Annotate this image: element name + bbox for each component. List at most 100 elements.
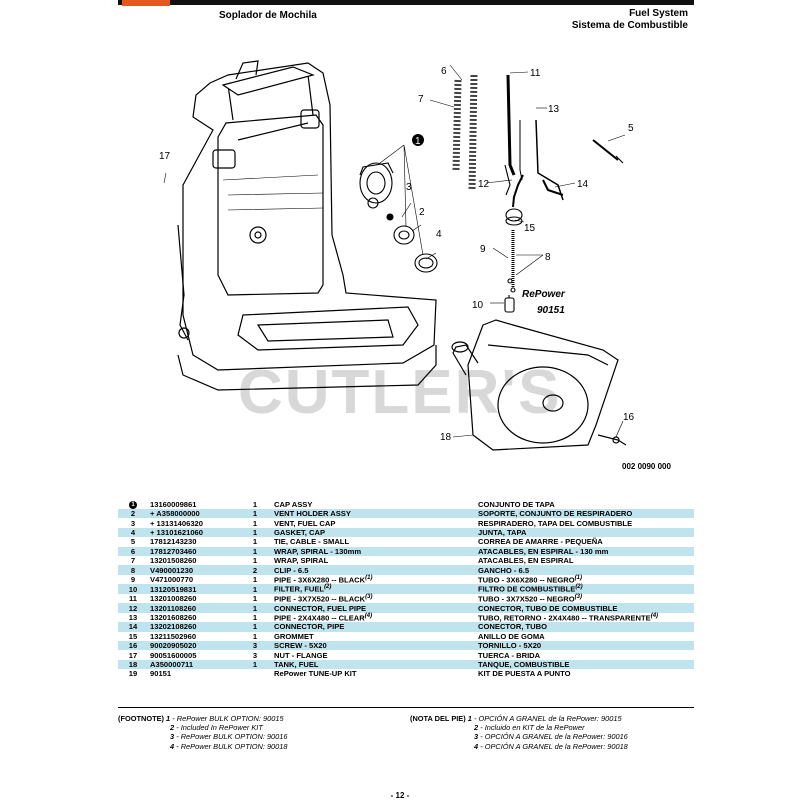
qty-cell-text: 1 xyxy=(252,612,258,622)
part-number-cell-text: 90051600005 xyxy=(150,650,197,660)
callout-3: 3 xyxy=(406,182,412,193)
header-bar xyxy=(118,0,694,5)
description-es-cell: TUBO - 3X6X280 -- NEGRO(1) xyxy=(476,575,694,585)
drawing-number: 002 0090 000 xyxy=(622,462,671,471)
ref-cell: 12 xyxy=(118,603,148,613)
description-es-cell: GANCHO - 6.5 xyxy=(476,565,694,575)
ref-cell: 3 xyxy=(118,518,148,528)
header-right-title-en: Fuel System xyxy=(629,8,688,19)
ref-cell-text: 13 xyxy=(128,612,138,622)
footnote-en-3: - RePower BULK OPTION: 90016 xyxy=(176,732,288,742)
part-number-cell: 13160009861 xyxy=(148,499,238,509)
description-es-cell: ANILLO DE GOMA xyxy=(476,632,694,641)
cap-assembly-drawing xyxy=(359,162,438,273)
description-en-cell-text: TIE, CABLE - SMALL xyxy=(274,537,350,547)
callout-1: 1 xyxy=(415,136,421,147)
description-en-cell: RePower TUNE-UP KIT xyxy=(272,669,476,678)
callout-7: 7 xyxy=(418,94,424,105)
ref-cell-text: 11 xyxy=(128,594,138,604)
qty-cell-text: 3 xyxy=(252,650,258,660)
part-number-cell-text: 13201108260 xyxy=(150,603,197,613)
callout-8: 8 xyxy=(545,252,551,263)
description-es-cell: KIT DE PUESTA A PUNTO xyxy=(476,669,694,678)
description-en-cell-text: GASKET, CAP xyxy=(274,527,326,537)
footnote-en-1-num: 1 xyxy=(166,714,171,723)
qty-cell-text: 1 xyxy=(252,537,258,547)
qty-cell: 1 xyxy=(238,509,272,519)
footnote-en-4: - RePower BULK OPTION: 90018 xyxy=(176,741,288,751)
description-en-cell: TANK, FUEL xyxy=(272,659,476,670)
part-number-cell: 17812143230 xyxy=(148,537,238,546)
part-number-cell-text: + A358000000 xyxy=(150,509,200,519)
description-en-cell-text: TANK, FUEL xyxy=(274,660,319,669)
footnote-ref-es: (2) xyxy=(575,584,583,591)
ref-cell: 14 xyxy=(118,622,148,632)
fuel-tank-drawing xyxy=(451,319,627,451)
callout-5: 5 xyxy=(628,123,634,134)
callout-6: 6 xyxy=(441,66,447,77)
description-es-cell: SOPORTE, CONJUNTO DE RESPIRADERO xyxy=(476,509,694,519)
qty-cell: 1 xyxy=(238,584,272,594)
description-es-cell-text: SOPORTE, CONJUNTO DE RESPIRADERO xyxy=(478,509,633,519)
description-es-cell-text: KIT DE PUESTA A PUNTO xyxy=(478,669,571,679)
qty-cell: 1 xyxy=(238,613,272,623)
description-es-cell: TANQUE, COMBUSTIBLE xyxy=(476,659,694,670)
qty-cell-text: 1 xyxy=(252,499,258,509)
footnote-es-3: - OPCIÓN A GRANEL de la RePower: 90016 xyxy=(480,732,628,742)
callout-13: 13 xyxy=(548,104,560,115)
header-right-titles: Fuel System Sistema de Combustible xyxy=(572,8,688,32)
qty-cell: 1 xyxy=(238,499,272,509)
part-number-cell-text: A350000711 xyxy=(150,660,194,669)
ref-cell: 18 xyxy=(118,659,148,670)
description-es-cell-text: ANILLO DE GOMA xyxy=(478,631,545,641)
description-en-cell-text: RePower TUNE-UP KIT xyxy=(274,669,357,679)
ref-cell: 19 xyxy=(118,669,148,678)
description-es-cell-text: TORNILLO - 5X20 xyxy=(478,641,542,651)
ref-cell-text: 5 xyxy=(130,537,136,547)
footnote-label-en: (FOOTNOTE) xyxy=(118,714,164,723)
ref-cell: 15 xyxy=(118,632,148,641)
description-en-cell-text: NUT - FLANGE xyxy=(274,650,328,660)
callout-11: 11 xyxy=(530,68,541,79)
description-es-cell-text: GANCHO - 6.5 xyxy=(478,565,530,575)
footnote-ref-en: (3) xyxy=(365,593,373,600)
description-en-cell: CONNECTOR, FUEL PIPE xyxy=(272,603,476,613)
part-number-cell-text: 17812143230 xyxy=(150,537,197,547)
header-right-title-es: Sistema de Combustible xyxy=(571,20,688,31)
qty-cell: 1 xyxy=(238,518,272,528)
ref-cell: 11 xyxy=(118,594,148,604)
footnote-en-2: - Included In RePower KIT xyxy=(176,723,263,733)
part-number-cell: 13211502960 xyxy=(148,632,238,641)
part-number-cell-text: 13201508260 xyxy=(150,556,197,566)
description-en-cell: PIPE - 3X7X520 -- BLACK(3) xyxy=(272,594,476,604)
pipes-and-wraps-drawing xyxy=(452,74,624,313)
footnotes-spanish: (NOTA DEL PIE) 1 - OPCIÓN A GRANEL de la… xyxy=(410,714,628,751)
footnote-es-2-num: 2 xyxy=(474,723,479,733)
description-es-cell: FILTRO DE COMBUSTIBLE(2) xyxy=(476,584,694,594)
fuel-system-diagram: CUTLER'S xyxy=(159,60,635,451)
ref-cell: 13 xyxy=(118,613,148,623)
footnote-es-1: - OPCIÓN A GRANEL de la RePower: 90015 xyxy=(473,714,622,723)
footnote-es-4-num: 4 xyxy=(474,741,479,751)
ref-cell: 17 xyxy=(118,650,148,660)
description-es-cell: TORNILLO - 5X20 xyxy=(476,641,694,651)
description-es-cell: ATACABLES, EN ESPIRAL - 130 mm xyxy=(476,546,694,556)
callout-17: 17 xyxy=(159,151,171,162)
part-number-cell: + 13101621060 xyxy=(148,527,238,538)
description-es-cell-text: ATACABLES, EN ESPIRAL - 130 mm xyxy=(478,546,609,556)
qty-cell: 1 xyxy=(238,575,272,585)
description-en-cell: SCREW - 5X20 xyxy=(272,641,476,651)
watermark: CUTLER'S xyxy=(238,358,562,427)
footnotes-english: (FOOTNOTE) 1 - RePower BULK OPTION: 9001… xyxy=(118,714,288,751)
description-en-cell: CONNECTOR, PIPE xyxy=(272,622,476,632)
description-es-cell: CONECTOR, TUBO xyxy=(476,622,694,632)
